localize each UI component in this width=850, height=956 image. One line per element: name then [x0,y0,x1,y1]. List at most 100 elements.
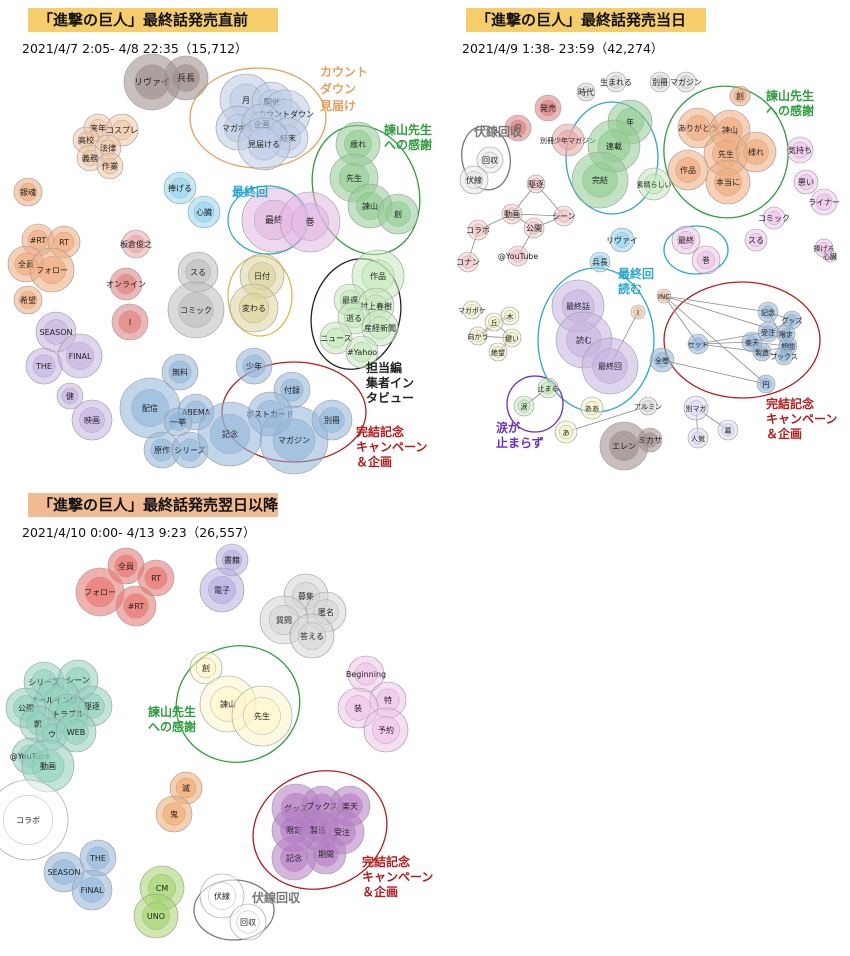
node-label: 生まれる [600,77,632,87]
node-core [101,157,119,175]
node-label: ニュース [320,334,352,343]
node-label: UNO [147,912,165,921]
node-label: 最終話 [566,301,590,311]
node-label: 見届ける [248,140,280,149]
node-label: オンライン [106,280,146,289]
node-label: 本当に [716,177,740,187]
node-core [178,292,214,328]
node-label: 作品 [680,165,696,175]
node-label: 鍵い [505,334,519,343]
node-止まる: 止まる [538,377,559,399]
node-label: 変わる [242,303,266,313]
node-core [530,178,542,190]
node-label: 鬼 [170,809,178,819]
node-core [325,327,347,349]
node-伏線: 伏線 [459,165,489,195]
node-label: THE [89,854,106,863]
node-捧げる: 捧げる [163,171,197,205]
node-core [791,141,809,159]
node-core [659,291,669,301]
node-label: 創 [394,209,402,219]
node-向かう: 向かう [468,326,489,346]
panel1-subtitle: 2021/4/7 2:05- 4/8 22:35（15,712） [22,41,248,56]
node-core [465,171,483,189]
node-label: SEASON [48,868,81,877]
node-core [298,622,326,650]
node-label: フォロー [36,266,68,275]
node-label: マガポケ [458,306,486,315]
node-label: マガポケ [222,123,254,133]
node-別冊: 別冊 [311,399,353,441]
node-label: 楽天 [342,801,358,811]
node-label: ブックス [306,801,338,811]
node-label: 諫山 [220,699,236,709]
node-label: スる [190,268,206,277]
node-製造: 製造 [752,342,772,362]
node-涙: 涙 [513,395,535,417]
node-label: 木 [507,312,514,321]
node-label: @YouTube [498,252,539,261]
node-気持ち: 気持ち [786,136,814,164]
node-原作: 原作 [143,431,181,469]
node-label: 作品 [370,271,386,281]
node-THE: THE [25,347,63,385]
node-core [766,210,782,226]
node-core [168,360,192,384]
node-label: I [637,309,639,317]
node-#RT: #RT [115,585,157,627]
node-core [114,554,138,578]
node-label: 書籍 [224,555,240,565]
node-label: グッズ [782,316,803,325]
node-core [691,431,705,445]
node-label: 月 [242,96,250,105]
node-core [592,348,628,384]
node-label: 止まる [538,384,559,393]
node-core [826,252,834,260]
edge [661,359,767,385]
node-label: 特 [384,695,392,705]
node-core [786,314,798,326]
node-core [557,209,571,223]
node-label: 匿名 [318,607,334,617]
node-書籍: 書籍 [215,543,249,577]
node-Beginning: Beginning [346,655,386,693]
node-label: RT [151,574,161,583]
node-label: 伏線 [214,891,230,901]
node-core [697,251,715,269]
node-label: 付録 [284,385,300,395]
node-label: 質問 [276,615,292,625]
node-label: コスプレ [106,126,138,135]
node-label: #RT [30,236,47,245]
node-core [584,400,600,416]
edge [663,295,767,385]
node-label: 幕 [725,426,732,435]
node-label: 読む [576,335,592,345]
node-セット: セット [688,333,709,355]
node-label: ポストカード [246,410,294,419]
node-label: 無料 [172,367,188,377]
node-label: 向かう [468,332,489,341]
node-label: スる [748,236,764,245]
node-#Yahoo: #Yahoo [345,335,379,369]
node-受注: 受注 [757,321,779,343]
node-最終回: 最終回 [581,337,639,395]
node-label: #Yahoo [347,348,377,357]
node-label: ライナー [808,198,840,207]
node-あ: あ [554,420,578,444]
node-記念: 記念 [757,301,779,323]
node-回収: 回収 [476,146,504,174]
node-リヴァイ: リヴァイ [606,227,638,253]
node-label: 素晴らしい [637,180,672,189]
node-core [593,255,607,269]
node-core [743,139,769,165]
node-core [557,129,579,151]
node-創: 創 [729,85,751,107]
node-円: 円 [756,374,776,394]
node-core [175,777,197,799]
node-label: アルミン [634,403,662,411]
node-先生: 先生 [231,685,293,747]
panel1-title: 「進撃の巨人」最終話発売直前 [28,8,278,32]
node-label: I [129,318,131,327]
node-label: FINAL [69,352,92,361]
